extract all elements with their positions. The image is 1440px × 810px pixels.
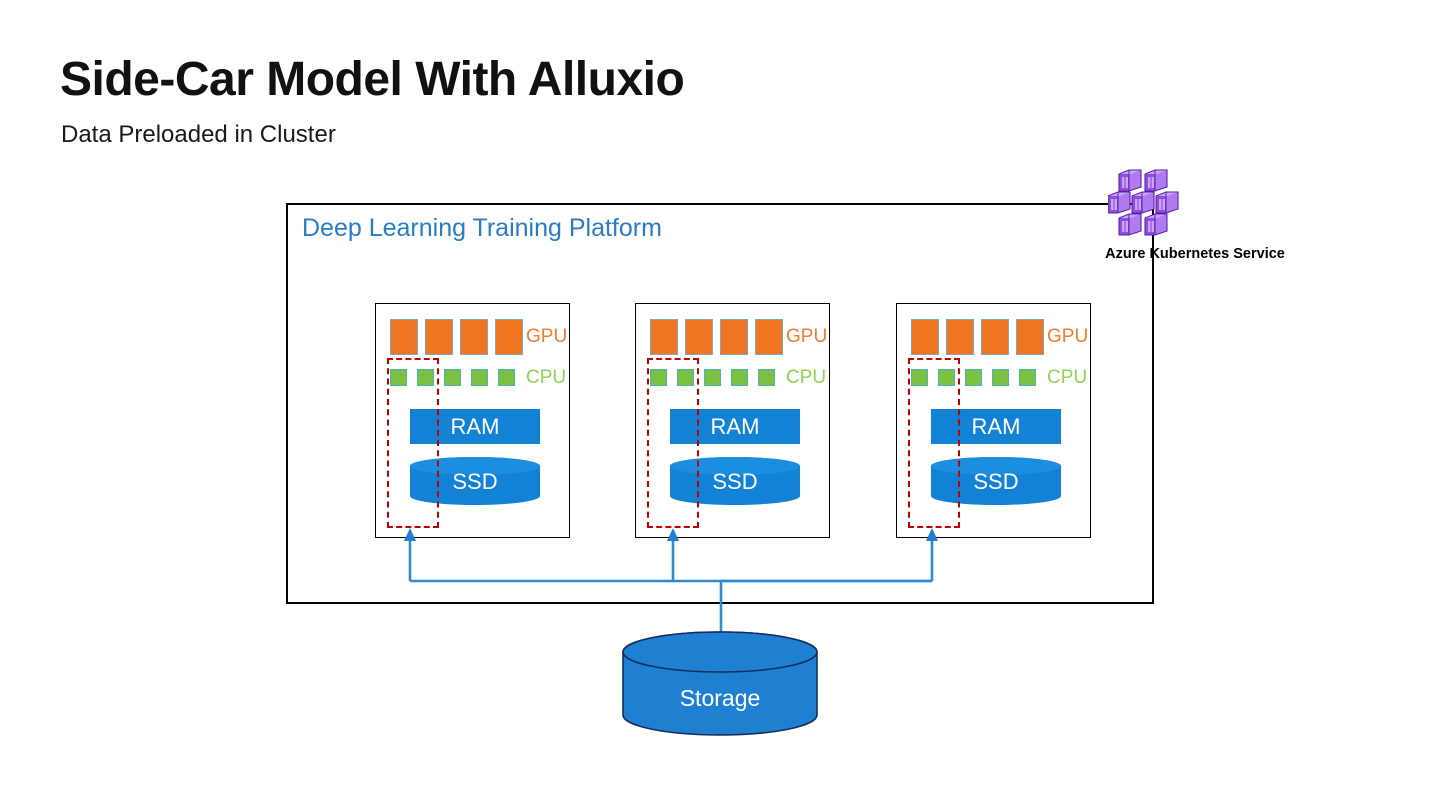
compute-node[interactable]: GPU CPU RAM SSD [635,303,830,538]
page-subtitle: Data Preloaded in Cluster [61,121,336,148]
kubernetes-cluster-icon [1107,168,1188,238]
cpu-chip [758,369,775,386]
platform-title-label: Deep Learning Training Platform [302,214,662,242]
gpu-label: GPU [786,326,828,347]
gpu-chip [390,319,418,355]
cpu-chip [471,369,488,386]
cpu-chip-row [390,369,515,386]
compute-node[interactable]: GPU CPU RAM SSD [375,303,570,538]
alluxio-sidecar-region [647,358,699,528]
gpu-label: GPU [526,326,568,347]
ssd-cylinder: SSD [410,457,540,505]
cpu-chip [390,369,407,386]
ram-block: RAM [670,409,800,444]
compute-node[interactable]: GPU CPU RAM SSD [896,303,1091,538]
alluxio-sidecar-region [387,358,439,528]
gpu-label: GPU [1047,326,1089,347]
cpu-chip [498,369,515,386]
gpu-chip [495,319,523,355]
azure-kubernetes-service-group[interactable]: Azure Kubernetes Service [1100,168,1290,268]
cpu-label: CPU [1047,367,1088,388]
gpu-chip [1016,319,1044,355]
cpu-chip [1019,369,1036,386]
ssd-label: SSD [973,469,1019,494]
gpu-chip [460,319,488,355]
gpu-chip [720,319,748,355]
gpu-chip [911,319,939,355]
cpu-chip [444,369,461,386]
gpu-chip [946,319,974,355]
gpu-chip-row [911,319,1044,355]
cpu-label: CPU [786,367,827,388]
cpu-chip [965,369,982,386]
gpu-chip-row [650,319,783,355]
cpu-label: CPU [526,367,567,388]
ssd-cylinder: SSD [931,457,1061,505]
cpu-chip-row [650,369,775,386]
alluxio-sidecar-region [908,358,960,528]
cpu-chip-row [911,369,1036,386]
ram-block: RAM [931,409,1061,444]
ssd-label: SSD [712,469,758,494]
cpu-chip [704,369,721,386]
cpu-chip [650,369,667,386]
ssd-cylinder: SSD [670,457,800,505]
cpu-chip [677,369,694,386]
gpu-chip-row [390,319,523,355]
cpu-chip [731,369,748,386]
gpu-chip [755,319,783,355]
gpu-chip [650,319,678,355]
gpu-chip [685,319,713,355]
aks-connector-line [1152,207,1154,604]
cpu-chip [417,369,434,386]
page-title: Side-Car Model With Alluxio [60,53,685,106]
storage-label: Storage [679,685,761,711]
ssd-label: SSD [452,469,498,494]
cpu-chip [992,369,1009,386]
cpu-chip [938,369,955,386]
storage-cylinder[interactable] [622,631,818,736]
aks-label: Azure Kubernetes Service [1105,246,1285,262]
ram-block: RAM [410,409,540,444]
gpu-chip [425,319,453,355]
gpu-chip [981,319,1009,355]
cpu-chip [911,369,928,386]
